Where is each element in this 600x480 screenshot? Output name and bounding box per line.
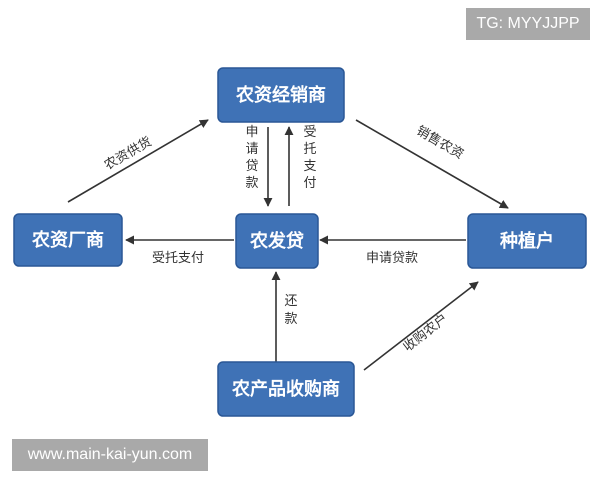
label-dealer-to-bank-apply: 申请贷款 [245, 125, 258, 191]
watermark-top: TG: MYYJJPP [466, 8, 590, 40]
label-grower-to-bank: 申请贷款 [366, 251, 418, 266]
node-bank-label: 农发贷 [249, 230, 304, 252]
node-dealer: 农资经销商 [217, 67, 345, 123]
label-bank-to-dealer-entrust: 受托支付 [303, 125, 316, 191]
label-buyer-to-bank: 还款 [284, 294, 297, 327]
node-grower-label: 种植户 [499, 230, 554, 252]
node-dealer-label: 农资经销商 [235, 84, 326, 106]
watermark-bottom: www.main-kai-yun.com [12, 439, 208, 471]
node-manufacturer-label: 农资厂商 [31, 229, 104, 251]
arrow-dealer-to-grower [355, 119, 509, 209]
node-buyer-label: 农产品收购商 [231, 378, 340, 400]
node-grower: 种植户 [467, 213, 587, 269]
arrow-manufacturer-to-dealer [67, 119, 209, 203]
arrows [67, 119, 509, 371]
nodes: 农资经销商 农资厂商 农发贷 种植户 农产品收购商 [13, 67, 587, 417]
node-manufacturer: 农资厂商 [13, 213, 123, 267]
node-bank: 农发贷 [235, 213, 319, 269]
label-bank-to-manufacturer: 受托支付 [152, 251, 204, 266]
label-buyer-to-grower: 收购农户 [400, 311, 451, 356]
arrow-buyer-to-grower [363, 281, 479, 371]
node-buyer: 农产品收购商 [217, 361, 355, 417]
label-dealer-to-grower: 销售农资 [413, 123, 466, 163]
